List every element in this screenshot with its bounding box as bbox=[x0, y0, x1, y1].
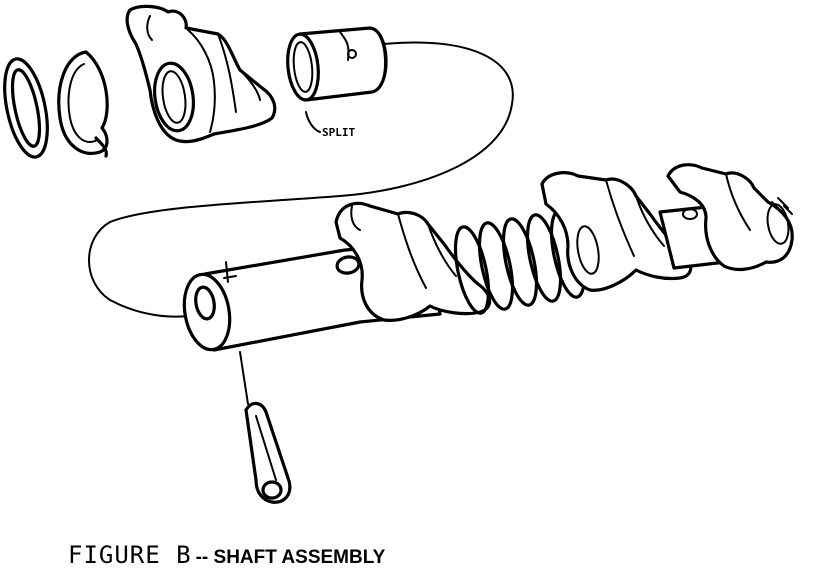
rocker-arm-right bbox=[666, 163, 794, 272]
rocker-arm-exploded bbox=[125, 4, 277, 144]
split-label: SPLIT bbox=[322, 126, 355, 139]
caption-figure-label: FIGURE B bbox=[68, 541, 192, 569]
cotter-pin bbox=[239, 351, 292, 504]
split-bushing bbox=[286, 26, 388, 133]
figure-caption: FIGURE B -- SHAFT ASSEMBLY bbox=[68, 541, 385, 569]
retaining-washer bbox=[3, 57, 49, 159]
spring-clip-ring bbox=[57, 50, 109, 158]
assembly-leader-loop bbox=[88, 41, 514, 318]
caption-title: -- SHAFT ASSEMBLY bbox=[195, 547, 386, 568]
rocker-arm-middle bbox=[540, 171, 693, 292]
